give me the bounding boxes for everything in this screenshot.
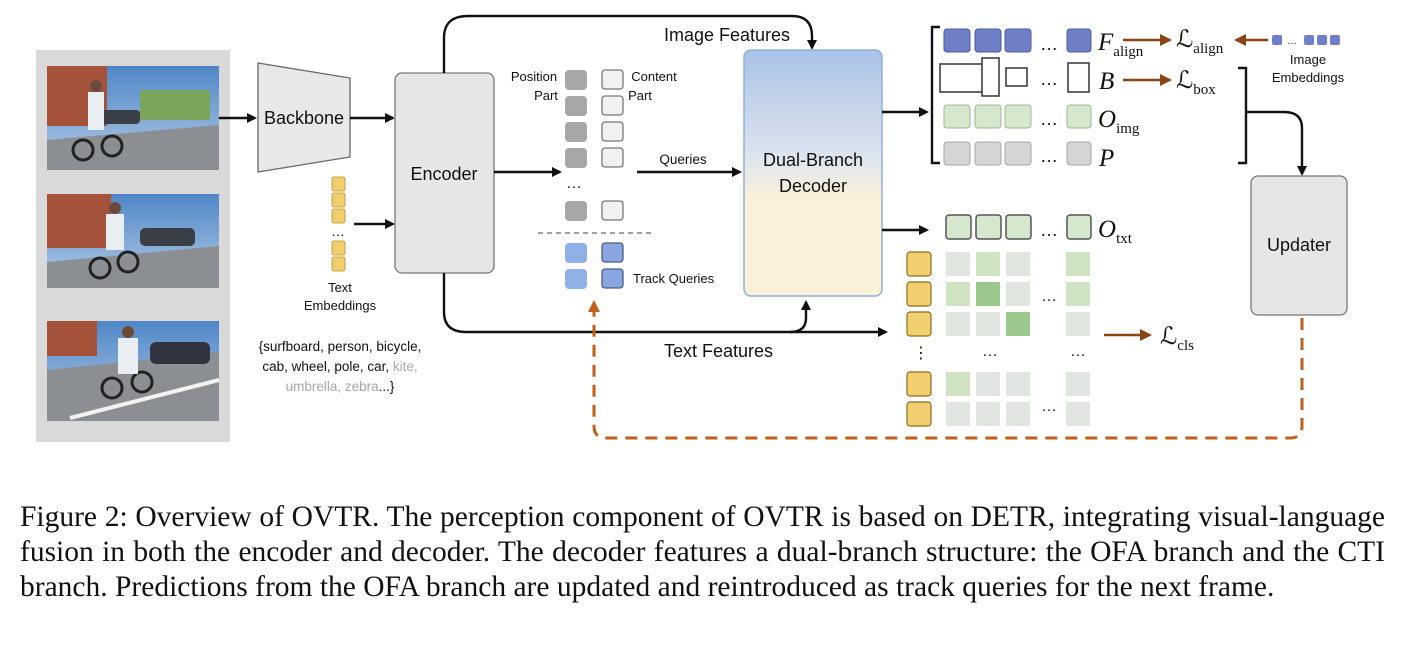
image-embeddings: … Image Embeddings xyxy=(1272,35,1345,85)
detection-queries: Position Part Content Part … xyxy=(511,69,677,234)
frame-2-image xyxy=(47,194,219,288)
encoder-block: Encoder xyxy=(394,72,495,274)
o-txt-symbol: Otxt xyxy=(1098,216,1133,247)
p-ellipsis: … xyxy=(1040,146,1058,166)
track-queries: Track Queries xyxy=(565,242,715,289)
dual-branch-decoder-block: Dual-Branch Decoder xyxy=(743,49,883,297)
updater-label: Updater xyxy=(1267,235,1331,255)
position-part-column xyxy=(565,70,587,221)
updater-block: Updater xyxy=(1250,175,1348,316)
loss-cls: ℒcls xyxy=(1160,324,1194,354)
o-txt-ellipsis: … xyxy=(1040,220,1058,240)
matrix-ellipsis-2: … xyxy=(982,343,998,360)
track-queries-label: Track Queries xyxy=(633,271,715,286)
text-query-column: ⋮ xyxy=(906,251,932,427)
encoder-label: Encoder xyxy=(410,164,477,184)
text-query-vertical-ellipsis: ⋮ xyxy=(913,345,929,362)
text-embeddings-ellipsis: … xyxy=(331,223,345,239)
b-row: … B xyxy=(939,57,1114,97)
content-part-label-2: Part xyxy=(628,88,652,103)
caption-text: Overview of OVTR. The perception compone… xyxy=(20,501,1386,603)
classification-score-matrix: … … … … xyxy=(946,252,1090,426)
decoder-label-1: Dual-Branch xyxy=(763,150,863,170)
o-img-row: … Oimg xyxy=(943,104,1140,137)
matrix-ellipsis-3: … xyxy=(1070,343,1086,360)
text-features-label: Text Features xyxy=(664,341,773,361)
ofa-outputs-bracket xyxy=(930,25,940,165)
vocab-line-3: umbrella, zebra...} xyxy=(286,379,395,394)
o-txt-row: … Otxt xyxy=(945,214,1133,247)
frame-3-image xyxy=(47,321,220,421)
frame-1-image xyxy=(47,66,219,170)
image-embeddings-label-2: Embeddings xyxy=(1272,70,1345,85)
arrow-text-features-to-cls xyxy=(442,273,888,337)
content-part-column xyxy=(601,69,624,221)
matrix-ellipsis-4: … xyxy=(1041,398,1057,415)
position-part-label-1: Position xyxy=(511,69,557,84)
f-align-symbol: Falign xyxy=(1097,29,1144,60)
vocabulary-list: {surfboard, person, bicycle, cab, wheel,… xyxy=(259,339,422,394)
f-align-row: … Falign xyxy=(943,28,1144,60)
vocab-line-2: cab, wheel, pole, car, kite, xyxy=(262,359,417,374)
b-ellipsis: … xyxy=(1040,69,1058,89)
o-img-symbol: Oimg xyxy=(1098,106,1140,137)
f-align-ellipsis: … xyxy=(1040,34,1058,54)
figure-caption: Figure 2: Overview of OVTR. The percepti… xyxy=(20,500,1385,605)
o-img-ellipsis: … xyxy=(1040,109,1058,129)
text-embeddings: … Text Embeddings xyxy=(304,176,377,313)
ovtr-overview-figure: Backbone … Text Embeddings {surfboard, p… xyxy=(36,14,1348,442)
updater-input-bracket xyxy=(1238,66,1248,165)
matrix-ellipsis-1: … xyxy=(1041,288,1057,305)
image-embeddings-ellipsis: … xyxy=(1287,36,1297,47)
text-embeddings-label-2: Embeddings xyxy=(304,298,377,313)
p-symbol: P xyxy=(1098,145,1114,172)
backbone-label: Backbone xyxy=(264,108,344,128)
caption-label: Figure 2: xyxy=(20,501,128,533)
backbone-block: Backbone xyxy=(257,62,351,173)
arrow-to-updater xyxy=(1246,110,1307,176)
loss-box: ℒbox xyxy=(1176,68,1216,98)
content-part-label-1: Content xyxy=(631,69,677,84)
queries-ellipsis: … xyxy=(566,175,582,192)
position-part-label-2: Part xyxy=(534,88,558,103)
decoder-label-2: Decoder xyxy=(779,176,847,196)
queries-label: Queries xyxy=(659,152,707,167)
track-query-feedback-loop xyxy=(588,300,1304,440)
arrow-text-features-to-decoder xyxy=(789,300,811,334)
arrow-image-features xyxy=(442,14,817,73)
text-embeddings-label-1: Text xyxy=(328,280,352,295)
input-frames xyxy=(36,50,230,442)
image-embeddings-label-1: Image xyxy=(1290,52,1326,67)
p-row: … P xyxy=(943,141,1114,172)
b-symbol: B xyxy=(1099,68,1114,95)
vocab-line-1: {surfboard, person, bicycle, xyxy=(259,339,422,354)
loss-align: ℒalign xyxy=(1176,27,1224,57)
image-features-label: Image Features xyxy=(664,25,790,45)
